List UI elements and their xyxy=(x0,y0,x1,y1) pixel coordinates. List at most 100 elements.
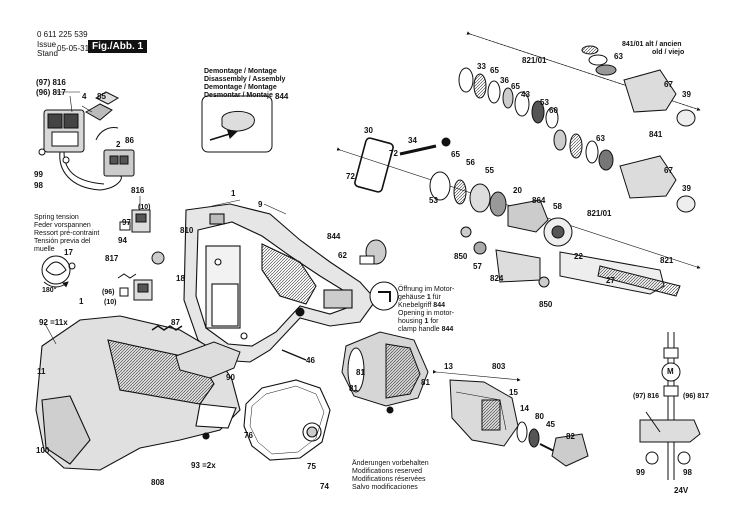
callout-label: 60 xyxy=(549,106,558,115)
callout-label: 81 xyxy=(356,368,365,377)
callout-label: 22 xyxy=(574,252,583,261)
callout-label: 43 xyxy=(521,90,530,99)
handle-half xyxy=(151,325,307,379)
callout-label: 82 xyxy=(566,432,575,441)
callout-label: 850 xyxy=(454,252,468,261)
note-text: gehäuse xyxy=(398,294,427,301)
callout-label: 93 =2x xyxy=(191,461,216,470)
callout-label: 98 xyxy=(34,181,43,190)
callout-label: 844 xyxy=(275,92,289,101)
callout-label: 30 xyxy=(364,126,373,135)
callout-label: 844 xyxy=(327,232,341,241)
callout-label: (96) xyxy=(102,289,115,296)
callout-label: 841/01 alt / ancien xyxy=(622,41,682,48)
note-text: Öffnung im Motor- xyxy=(398,286,455,293)
callout-label: 4 xyxy=(82,92,87,101)
demontage-note: Demontage / Montage Disassembly / Assemb… xyxy=(204,68,285,100)
callout-label: 2 xyxy=(116,140,121,149)
callout-label: 27 xyxy=(606,276,615,285)
callout-label: 36 xyxy=(500,76,509,85)
note-line: Salvo modificaciones xyxy=(352,484,418,491)
callout-label: 14 xyxy=(520,404,529,413)
callout-label: old / viejo xyxy=(652,49,685,56)
note-line: Tensión previa del xyxy=(34,238,91,245)
note-ref: 844 xyxy=(441,326,454,333)
opening-note: Öffnung im Motor- gehäuse 1 für Knebelgr… xyxy=(398,286,454,334)
note-line: Ressort pré-contraint xyxy=(34,230,100,237)
note-line: clamp handle 844 xyxy=(398,326,454,334)
callout-label: 1 xyxy=(79,297,84,306)
callout-label: 53 xyxy=(540,98,549,107)
callout-label: (96) 817 xyxy=(683,393,710,400)
callout-label: 81 xyxy=(349,384,358,393)
callout-label: 80 xyxy=(535,412,544,421)
callout-label: 67 xyxy=(664,166,673,175)
brush-holders xyxy=(117,196,165,301)
wiring-schematic xyxy=(639,332,701,480)
note-line: gehäuse 1 für xyxy=(398,294,454,302)
note-line: muelle xyxy=(34,246,55,253)
note-line: Spring tension xyxy=(34,214,79,221)
callout-label: 76 xyxy=(244,431,253,440)
callout-label: 808 xyxy=(151,478,165,487)
note-ref: 1 xyxy=(424,318,429,325)
callout-label: 65 xyxy=(490,66,499,75)
callout-label: 98 xyxy=(683,468,692,477)
callout-label: 810 xyxy=(180,226,194,235)
callout-label: 17 xyxy=(64,248,73,257)
demontage-line: Demontage / Montage xyxy=(204,68,277,75)
callout-label: 75 xyxy=(307,462,316,471)
callout-label: 99 xyxy=(636,468,645,477)
callout-label: (10) xyxy=(104,299,117,306)
note-line: Opening in motor- xyxy=(398,310,454,318)
note-line: Modifications réservées xyxy=(352,476,426,483)
motor-armature xyxy=(341,331,589,467)
callout-label: 821/01 xyxy=(587,209,612,218)
figure-label: Fig./Abb. 1 xyxy=(88,40,148,53)
stand-label: Stand xyxy=(37,49,58,58)
issue-date: 05-05-31 xyxy=(57,44,90,53)
callout-label: 11 xyxy=(37,367,46,376)
gasket xyxy=(202,379,331,461)
callout-label: 1 xyxy=(231,189,236,198)
note-line: Knebelgriff 844 xyxy=(398,302,454,310)
callout-label: 841 xyxy=(649,130,663,139)
callout-label: 55 xyxy=(485,166,494,175)
callout-label: 58 xyxy=(553,202,562,211)
note-text: housing xyxy=(398,318,425,325)
callout-label: 63 xyxy=(614,52,623,61)
motor-symbol: M xyxy=(667,367,674,376)
callout-label: 63 xyxy=(596,134,605,143)
callout-label: 100 xyxy=(36,446,50,455)
callout-label: 18 xyxy=(176,274,185,283)
callout-label: (97) 816 xyxy=(36,78,66,87)
switch-assembly xyxy=(38,91,135,191)
callout-label: 85 xyxy=(97,92,106,101)
callout-label: 39 xyxy=(682,184,691,193)
note-line: housing 1 for xyxy=(398,318,454,326)
callout-label: 56 xyxy=(466,158,475,167)
callout-label: 13 xyxy=(444,362,453,371)
callout-label: 821/01 xyxy=(522,56,547,65)
callout-label: 33 xyxy=(477,62,486,71)
callout-label: 15 xyxy=(509,388,518,397)
callout-label: 67 xyxy=(664,80,673,89)
callout-label: 72 xyxy=(389,149,398,158)
note-text: Opening in motor- xyxy=(398,310,455,317)
callout-label: 90 xyxy=(226,373,235,382)
note-text: clamp handle xyxy=(398,326,442,333)
modifications-note: Änderungen vorbehalten Modifications res… xyxy=(352,460,429,492)
callout-label: 87 xyxy=(171,318,180,327)
note-line: Modifications reserved xyxy=(352,468,423,475)
callout-label: 81 xyxy=(421,378,430,387)
note-ref: 844 xyxy=(433,302,445,309)
voltage-label: 24V xyxy=(674,486,689,495)
callout-label: 62 xyxy=(338,251,347,260)
callout-label: 45 xyxy=(546,420,555,429)
callout-label: 46 xyxy=(306,356,315,365)
callout-label: 94 xyxy=(118,236,127,245)
spring-tension-sketch xyxy=(41,255,76,288)
note-ref: 1 xyxy=(426,294,431,301)
